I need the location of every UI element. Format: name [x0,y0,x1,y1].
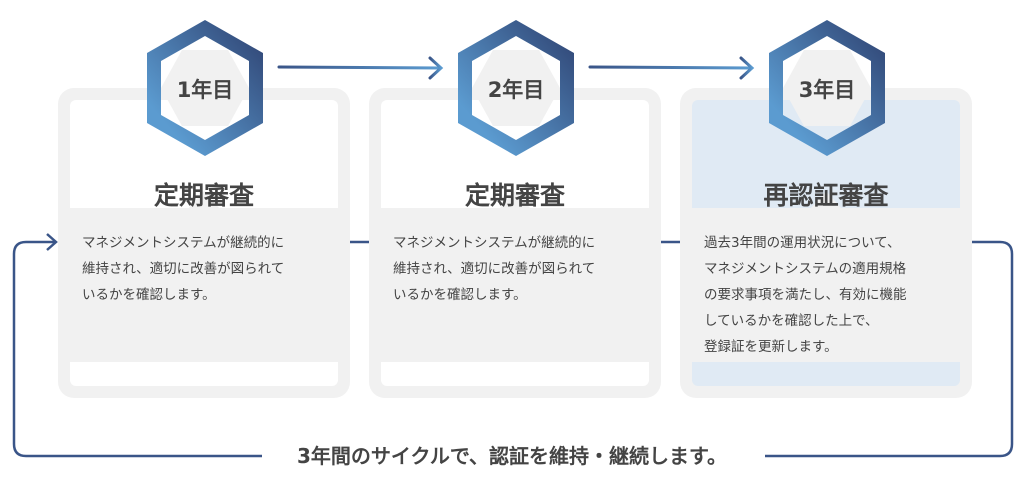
description-line: マネジメントシステムの適用規格 [704,261,907,277]
year-hexagon-1: 1年目 [143,18,267,158]
pointer [499,191,531,209]
description-line: の要求事項を満たし、有効に機能 [704,287,907,303]
cycle-caption: 3年間のサイクルで、認証を維持・継続します。 [0,440,1024,469]
description-line: 過去3年間の運用状況について、 [704,235,901,251]
return-loop-left [12,240,262,458]
description-line: 維持され、適切に改善が図られて [82,261,285,277]
arrow-1-to-2 [277,56,444,80]
description-line: マネジメントシステムが継続的に [393,235,596,251]
card-footer [692,362,960,386]
year-label: 2年目 [487,78,545,102]
description-line: しているかを確認した上で、 [704,313,879,329]
year-label: 3年目 [798,78,856,102]
description-line: 登録証を更新します。 [704,339,838,355]
year-hexagon-3: 3年目 [765,18,889,158]
pointer [810,191,842,209]
arrow-2-to-3 [588,56,755,80]
description-line: マネジメントシステムが継続的に [82,235,285,251]
return-arrowhead [46,233,58,251]
step-title: 定期審査 [464,181,565,210]
year-hexagon-2: 2年目 [454,18,578,158]
step-title: 定期審査 [153,181,254,210]
description-line: いるかを確認します。 [82,287,216,303]
return-loop-right [765,240,1014,458]
year-label: 1年目 [176,78,234,102]
card-footer [70,362,338,386]
card-footer [381,362,649,386]
step-description: 過去3年間の運用状況について、マネジメントシステムの適用規格の要求事項を満たし、… [704,230,960,360]
step-description: マネジメントシステムが継続的に維持され、適切に改善が図られているかを確認します。 [82,230,338,308]
pointer [188,191,220,209]
step-title: 再認証審査 [763,181,889,210]
description-line: いるかを確認します。 [393,287,527,303]
description-line: 維持され、適切に改善が図られて [393,261,596,277]
step-description: マネジメントシステムが継続的に維持され、適切に改善が図られているかを確認します。 [393,230,649,308]
